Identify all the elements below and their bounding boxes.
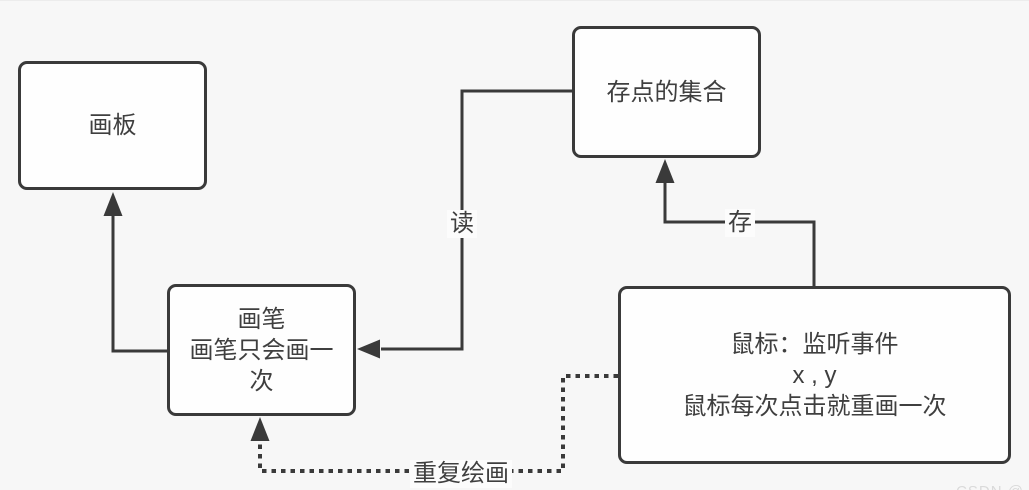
edge-label-redraw: 重复绘画	[410, 460, 512, 488]
node-points-collection-label: 存点的集合	[575, 77, 758, 108]
node-board-label: 画板	[21, 110, 204, 141]
edge-label-read: 读	[447, 210, 477, 238]
node-label-line: 存点的集合	[606, 78, 727, 106]
node-points-collection: 存点的集合	[572, 26, 761, 158]
node-board: 画板	[18, 61, 207, 190]
node-label-line: x , y	[792, 361, 837, 389]
node-brush: 画笔 画笔只会画一次	[167, 284, 356, 416]
edge-redraw	[250, 374, 618, 473]
node-brush-label: 画笔 画笔只会画一次	[184, 304, 340, 397]
edge-brush-to-board	[103, 192, 167, 353]
node-label-line: 鼠标：监听事件	[730, 330, 899, 358]
edge-label-store: 存	[725, 209, 755, 237]
node-mouse: 鼠标：监听事件 x , y 鼠标每次点击就重画一次	[618, 286, 1011, 464]
watermark: CSDN @	[956, 483, 1024, 490]
node-mouse-label: 鼠标：监听事件 x , y 鼠标每次点击就重画一次	[621, 329, 1008, 422]
node-label-line: 鼠标每次点击就重画一次	[682, 392, 947, 420]
node-label-line: 画板	[88, 112, 137, 139]
node-label-line: 画笔	[237, 305, 286, 333]
node-label-line: 画笔只会画一次	[189, 336, 334, 395]
